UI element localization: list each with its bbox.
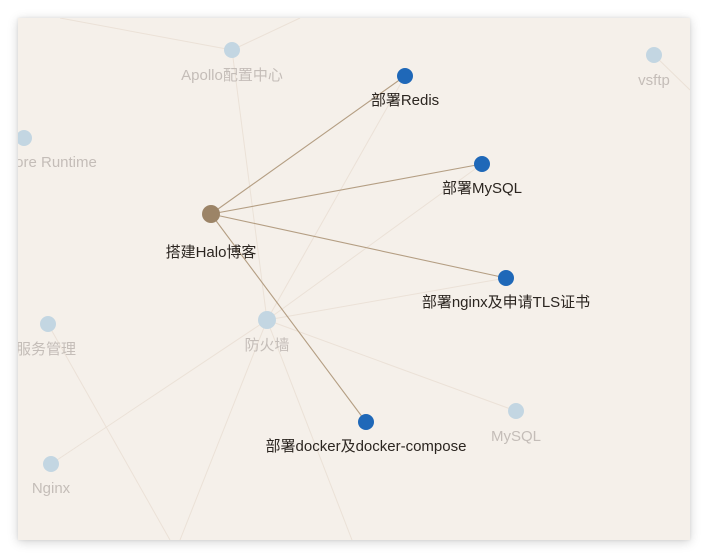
node-vsftp[interactable] [646, 47, 662, 63]
edge-halo-nginx-tls [210, 213, 507, 279]
label-halo: 搭建Halo博客 [165, 244, 257, 261]
label-service-mgmt: 服务管理 [18, 341, 77, 358]
node-nginx-tls[interactable] [498, 270, 514, 286]
label-mysql: MySQL [490, 428, 542, 445]
label-firewall: 防火墙 [244, 337, 290, 354]
label-nginx-tls: 部署nginx及申请TLS证书 [421, 294, 591, 311]
node-mysql-deploy[interactable] [474, 156, 490, 172]
graph-canvas[interactable] [18, 18, 690, 540]
graph-view[interactable]: Apollo配置中心 vsftp ore Runtime 服务管理 防火墙 Ng… [18, 18, 690, 540]
active-edges [210, 75, 507, 423]
label-nginx: Nginx [31, 480, 71, 497]
node-halo[interactable] [202, 205, 220, 223]
node-mysql[interactable] [508, 403, 524, 419]
label-runtime: ore Runtime [18, 154, 97, 171]
node-docker[interactable] [358, 414, 374, 430]
node-firewall[interactable] [258, 311, 276, 329]
node-nginx[interactable] [43, 456, 59, 472]
node-apollo[interactable] [224, 42, 240, 58]
label-apollo: Apollo配置中心 [181, 67, 283, 84]
edge-halo-redis [210, 75, 406, 215]
background-edges [47, 18, 690, 540]
node-runtime[interactable] [18, 130, 32, 146]
node-redis-deploy[interactable] [397, 68, 413, 84]
label-docker: 部署docker及docker-compose [265, 438, 467, 455]
label-redis-deploy: 部署Redis [370, 92, 440, 109]
label-mysql-deploy: 部署MySQL [441, 180, 523, 197]
edge-halo-mysql [210, 163, 483, 215]
label-vsftp: vsftp [638, 72, 670, 89]
node-service-mgmt[interactable] [40, 316, 56, 332]
edge-halo-docker [210, 213, 367, 423]
